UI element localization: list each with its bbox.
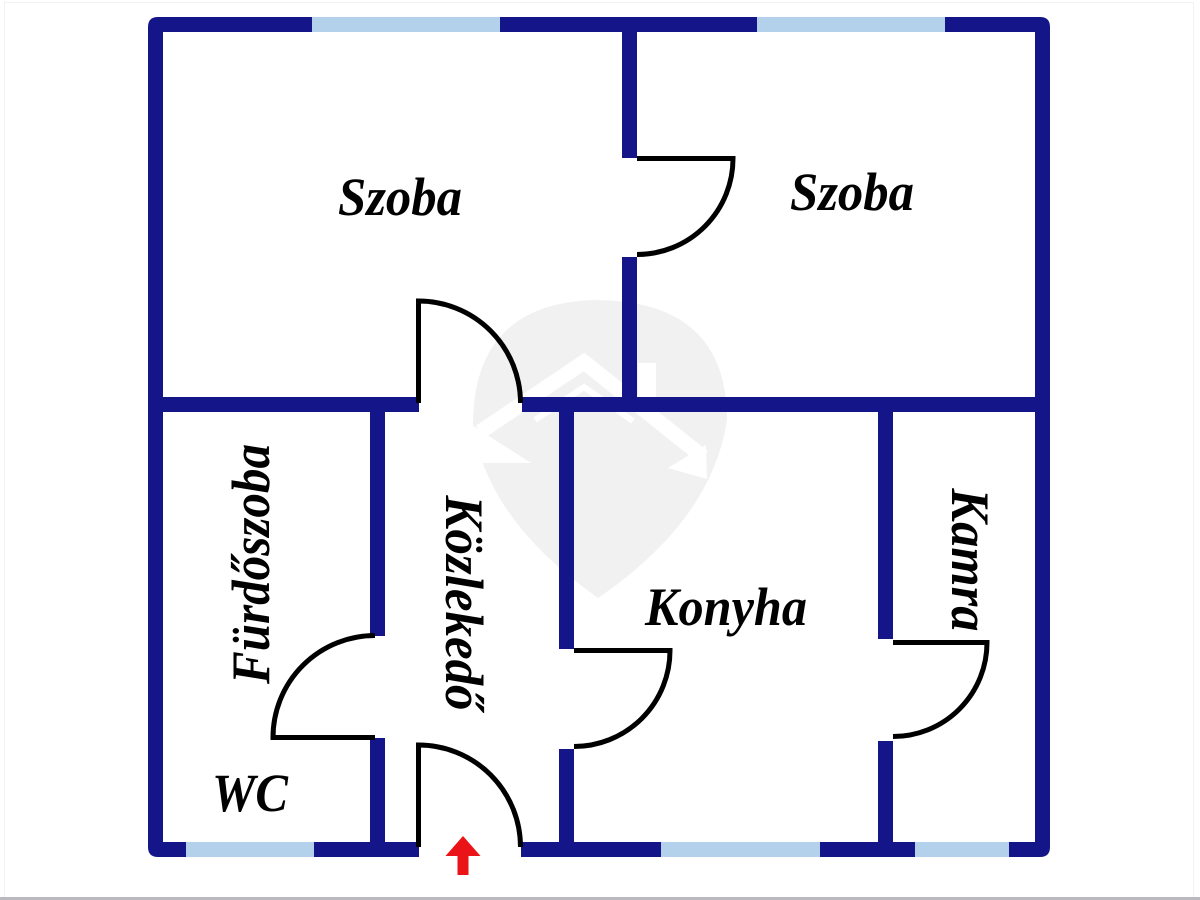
svg-text:WC: WC: [212, 763, 289, 823]
svg-text:Szoba: Szoba: [338, 167, 462, 227]
svg-text:Közlekedő: Közlekedő: [434, 495, 494, 714]
svg-text:Kamra: Kamra: [940, 488, 1000, 632]
svg-text:Szoba: Szoba: [790, 162, 914, 222]
svg-text:Konyha: Konyha: [644, 577, 807, 637]
svg-text:Fürdőszoba: Fürdőszoba: [221, 444, 281, 685]
